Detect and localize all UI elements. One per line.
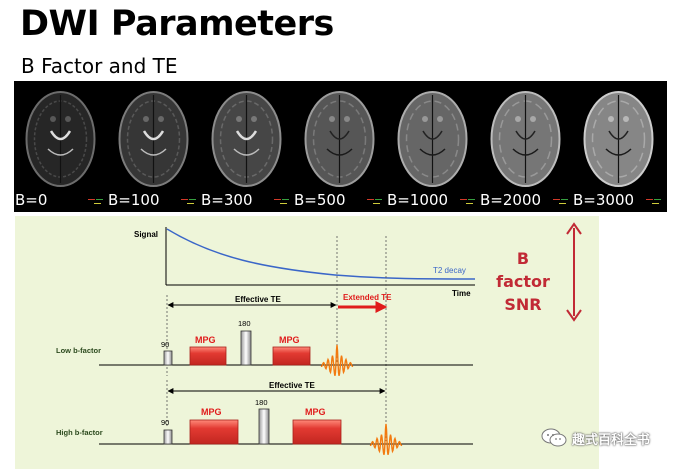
orientation-tick: [561, 199, 568, 200]
dwi-image-b500: B=500: [293, 81, 386, 212]
low-90-label: 90: [161, 340, 169, 349]
pulse-sequence-svg: Signal T2 decay Time Effective TE Extend…: [56, 227, 476, 455]
brain-slice-image: [583, 91, 654, 187]
watermark-text: 趣式百科全书: [572, 432, 651, 448]
pulse-sequence-diagram: Signal T2 decay Time Effective TE Extend…: [15, 216, 599, 469]
orientation-tick: [654, 199, 661, 200]
orientation-tick: [468, 199, 475, 200]
b-value-label: B=2000: [480, 191, 542, 209]
dwi-image-b1000: B=1000: [386, 81, 479, 212]
b-factor-snr-annotation: B factor SNR: [488, 247, 558, 316]
high-mpg-pulse-1: [189, 419, 239, 445]
orientation-tick: [375, 199, 382, 200]
orientation-tick: [460, 199, 467, 200]
orientation-tick: [367, 199, 374, 200]
orientation-tick: [652, 203, 659, 204]
orientation-tick: [94, 203, 101, 204]
b-value-label: B=3000: [573, 191, 635, 209]
b-value-label: B=100: [108, 191, 160, 209]
b-value-label: B=300: [201, 191, 253, 209]
orientation-tick: [96, 199, 103, 200]
double-arrow-icon: [566, 222, 582, 322]
watermark: 趣式百科全书: [541, 426, 650, 450]
dwi-image-b2000: B=2000: [479, 81, 572, 212]
wechat-icon: [541, 428, 567, 447]
dwi-image-b300: B=300: [200, 81, 293, 212]
dwi-image-b100: B=100: [107, 81, 200, 212]
time-axis-label: Time: [452, 289, 471, 298]
b-value-label: B=1000: [387, 191, 449, 209]
effective-te-label-2: Effective TE: [269, 381, 315, 390]
low-180-label: 180: [238, 319, 251, 328]
low-90-pulse: [163, 350, 173, 366]
high-mpg-pulse-2: [292, 419, 342, 445]
orientation-tick: [646, 199, 653, 200]
low-180-pulse: [240, 330, 252, 366]
slide-subtitle: B Factor and TE: [21, 54, 178, 78]
low-mpg-label-1: MPG: [195, 335, 216, 345]
low-mpg-pulse-1: [189, 346, 227, 366]
orientation-tick: [181, 199, 188, 200]
orientation-tick: [282, 199, 289, 200]
high-180-pulse: [258, 408, 270, 445]
high-mpg-label-1: MPG: [201, 407, 222, 417]
brain-slice-image: [25, 91, 96, 187]
b-value-label: B=0: [15, 191, 48, 209]
high-90-pulse: [163, 429, 173, 445]
brain-slice-image: [304, 91, 375, 187]
brain-slice-image: [397, 91, 468, 187]
high-90-label: 90: [161, 418, 169, 427]
brain-slice-image: [211, 91, 282, 187]
low-echo-signal: [320, 344, 354, 376]
snr-text: SNR: [504, 295, 542, 314]
orientation-tick: [466, 203, 473, 204]
orientation-tick: [280, 203, 287, 204]
slide-title: DWI Parameters: [20, 4, 334, 44]
high-mpg-label-2: MPG: [305, 407, 326, 417]
t2-decay-curve: [166, 228, 476, 280]
orientation-tick: [373, 203, 380, 204]
effective-te-label-1: Effective TE: [235, 295, 281, 304]
dwi-image-b3000: B=3000: [572, 81, 665, 212]
high-180-label: 180: [255, 398, 268, 407]
b-factor-text: B factor: [496, 249, 550, 291]
dwi-image-strip: B=0 B=100 B=300 B=500 B=1000 B=2000 B=30…: [14, 81, 667, 212]
high-b-factor-label: High b-factor: [56, 428, 103, 437]
low-mpg-pulse-2: [272, 346, 311, 366]
t2-decay-label: T2 decay: [433, 266, 466, 275]
b-value-label: B=500: [294, 191, 346, 209]
orientation-tick: [553, 199, 560, 200]
low-b-factor-label: Low b-factor: [56, 346, 101, 355]
orientation-tick: [187, 203, 194, 204]
high-echo-signal: [369, 423, 403, 455]
brain-slice-image: [490, 91, 561, 187]
brain-slice-image: [118, 91, 189, 187]
orientation-tick: [189, 199, 196, 200]
orientation-tick: [274, 199, 281, 200]
low-mpg-label-2: MPG: [279, 335, 300, 345]
dwi-image-b0: B=0: [14, 81, 107, 212]
signal-axis-label: Signal: [134, 230, 158, 239]
orientation-tick: [88, 199, 95, 200]
extended-te-label: Extended TE: [343, 293, 392, 302]
orientation-tick: [559, 203, 566, 204]
